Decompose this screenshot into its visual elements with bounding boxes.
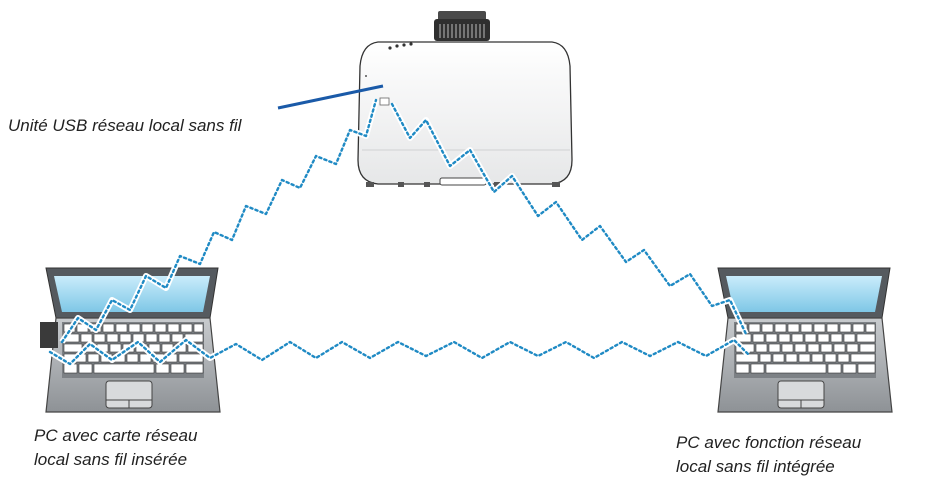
projector-icon	[357, 11, 573, 187]
pc-left-label-line1: PC avec carte réseau	[34, 426, 198, 445]
pc-right-label-line2: local sans fil intégrée	[676, 457, 835, 476]
pc-left-label: PC avec carte réseau local sans fil insé…	[34, 424, 197, 472]
laptop-left-icon	[40, 267, 221, 413]
wireless-signals	[48, 98, 751, 367]
pc-right-label-line1: PC avec fonction réseau	[676, 433, 862, 452]
pc-right-label: PC avec fonction réseau local sans fil i…	[676, 431, 861, 479]
usb-pointer-line	[277, 84, 384, 110]
pc-left-label-line2: local sans fil insérée	[34, 450, 188, 469]
usb-unit-label: Unité USB réseau local sans fil	[8, 116, 242, 135]
laptop-right-icon	[717, 267, 893, 413]
